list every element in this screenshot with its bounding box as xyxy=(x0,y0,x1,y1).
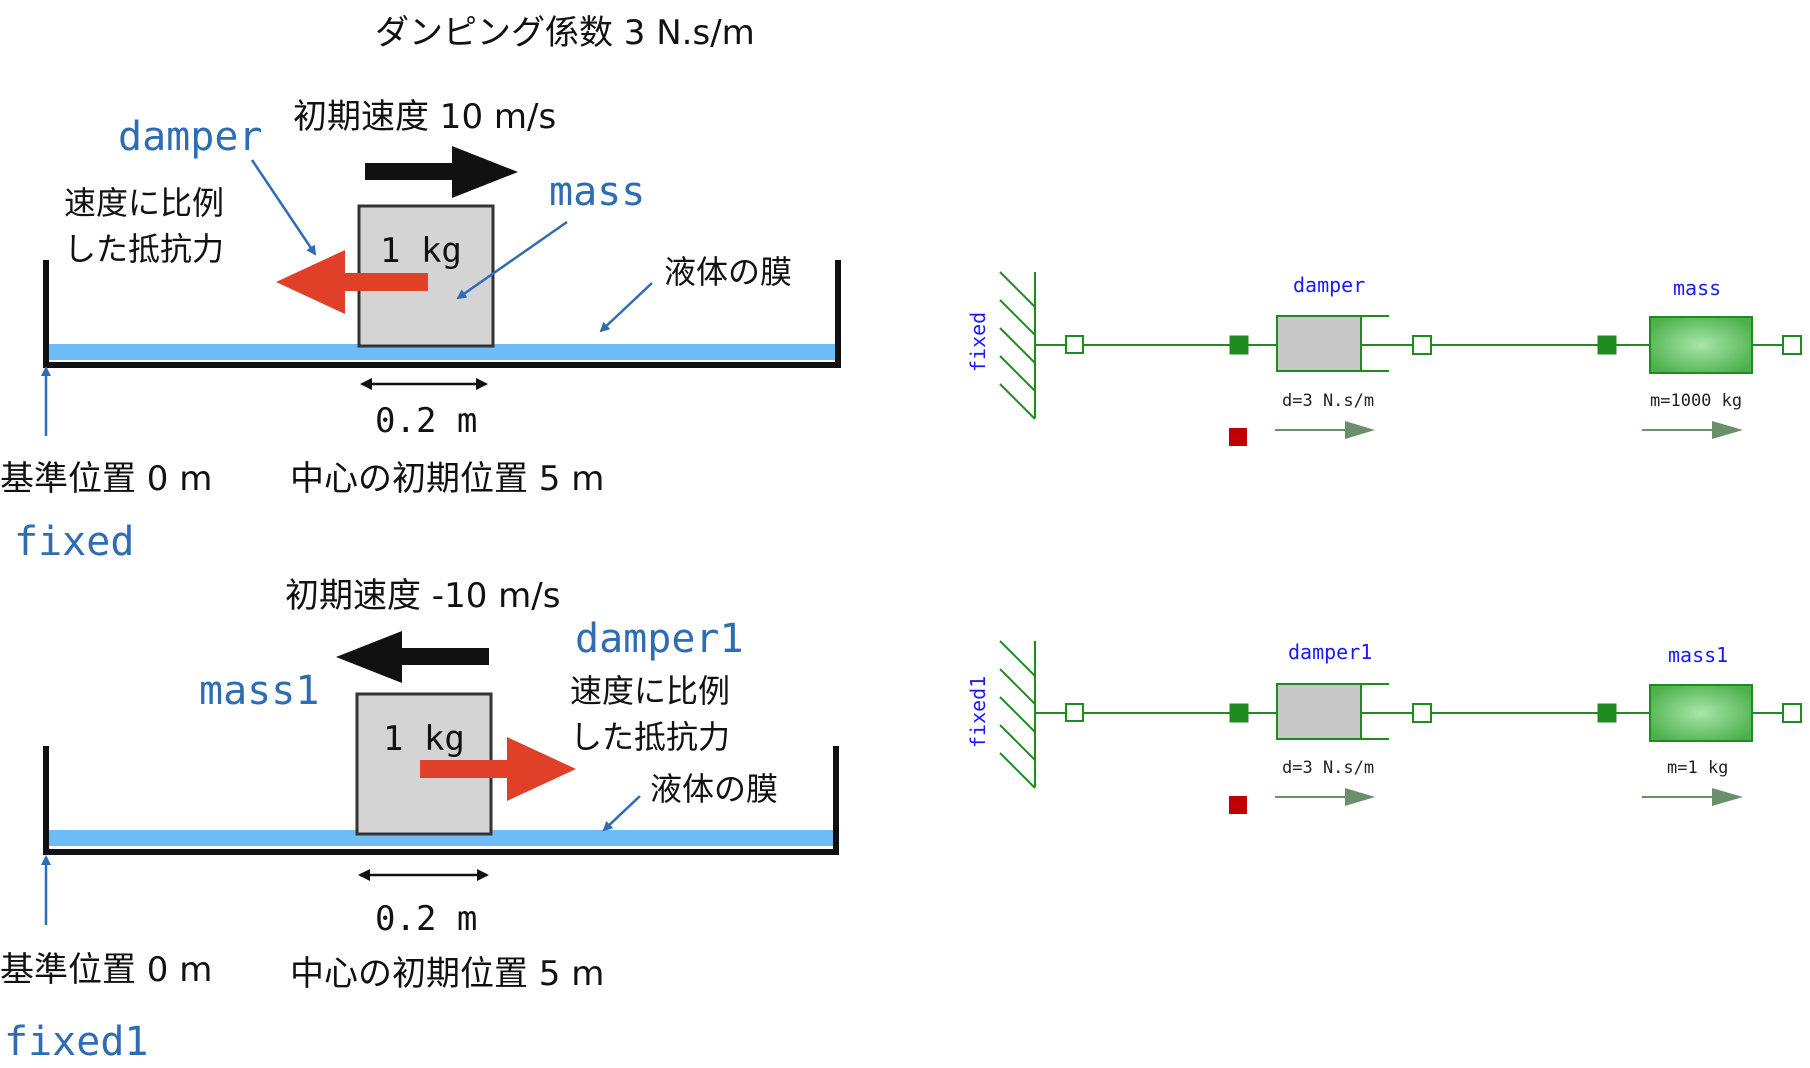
bottom-fixed-label: fixed1 xyxy=(4,1019,149,1065)
model-bottom-damper-flange-b[interactable] xyxy=(1412,703,1432,723)
bottom-resistance-line2: した抵抗力 xyxy=(570,718,730,756)
top-center-label: 中心の初期位置 5 m xyxy=(290,459,604,499)
model-top-mass-label: mass xyxy=(1673,276,1721,300)
bottom-liquid-film xyxy=(46,830,833,846)
model-bottom-fixed-flange[interactable] xyxy=(1065,703,1084,722)
model-bottom-damper-param: d=3 N.s/m xyxy=(1282,758,1374,778)
top-fixed-label: fixed xyxy=(14,519,134,565)
bottom-resistance-line1: 速度に比例 xyxy=(570,672,730,710)
bottom-resistance-arrow-head xyxy=(507,737,576,801)
model-top xyxy=(999,271,1802,446)
bottom-width-label: 0.2 m xyxy=(375,899,477,939)
bottom-velocity-arrow-head xyxy=(336,631,402,683)
bottom-resistance-arrow-shaft xyxy=(420,760,512,778)
model-bottom-mass-direction-arrow xyxy=(1712,788,1743,806)
top-resistance-line2: した抵抗力 xyxy=(64,230,224,268)
bottom-scene: 1 kg 初期速度 -10 m/s mass1 damper1 速度に比例 した… xyxy=(0,576,839,1065)
top-mass-label: mass xyxy=(549,169,645,215)
model-bottom-mass-flange-b[interactable] xyxy=(1782,703,1802,723)
bottom-initial-velocity: 初期速度 -10 m/s xyxy=(285,576,560,616)
damping-coefficient-title: ダンピング係数 3 N.s/m xyxy=(375,13,755,53)
model-bottom-mass-param: m=1 kg xyxy=(1667,758,1728,778)
top-damper-pointer xyxy=(250,159,317,256)
bottom-film-pointer xyxy=(602,795,641,832)
model-top-heat-port[interactable] xyxy=(1229,428,1247,446)
model-bottom xyxy=(999,640,1802,814)
model-bottom-heat-port[interactable] xyxy=(1229,796,1247,814)
model-top-fixed-label: fixed xyxy=(966,312,990,372)
top-reference-label: 基準位置 0 m xyxy=(0,459,212,499)
top-width-label: 0.2 m xyxy=(375,401,477,441)
model-bottom-mass-label: mass1 xyxy=(1668,643,1728,667)
model-top-mass-direction-arrow xyxy=(1712,421,1743,439)
model-bottom-damper-body[interactable] xyxy=(1276,683,1362,740)
model-top-damper-body[interactable] xyxy=(1276,315,1362,372)
model-top-damper-flange-b[interactable] xyxy=(1412,335,1432,355)
bottom-container xyxy=(43,746,839,855)
model-top-fixed-symbol xyxy=(999,271,1066,420)
model-top-damper-label: damper xyxy=(1293,273,1365,297)
top-damper-label: damper xyxy=(118,114,263,160)
top-initial-velocity: 初期速度 10 m/s xyxy=(293,97,556,137)
bottom-center-label: 中心の初期位置 5 m xyxy=(290,954,604,994)
model-top-damper-param: d=3 N.s/m xyxy=(1282,391,1374,411)
model-top-mass-param: m=1000 kg xyxy=(1650,391,1742,411)
model-top-mass-body[interactable] xyxy=(1649,316,1753,374)
model-bottom-fixed-label: fixed1 xyxy=(966,676,990,748)
model-bottom-damper-flange-a[interactable] xyxy=(1229,703,1249,723)
top-resistance-arrow-head xyxy=(276,250,345,314)
model-bottom-damper-direction-arrow xyxy=(1345,788,1375,806)
top-velocity-arrow-shaft xyxy=(365,163,455,180)
top-resistance-line1: 速度に比例 xyxy=(64,184,224,222)
bottom-damper-label: damper1 xyxy=(575,616,744,662)
top-container xyxy=(43,260,841,368)
bottom-block-mass-label: 1 kg xyxy=(383,719,465,759)
model-top-fixed-flange[interactable] xyxy=(1065,335,1084,354)
model-top-mass-flange-b[interactable] xyxy=(1782,335,1802,355)
model-top-mass-flange-a[interactable] xyxy=(1597,335,1617,355)
model-top-damper-direction-arrow xyxy=(1345,421,1375,439)
model-bottom-mass-flange-a[interactable] xyxy=(1597,703,1617,723)
top-resistance-arrow-shaft xyxy=(340,273,428,291)
top-liquid-film xyxy=(46,344,835,360)
bottom-velocity-arrow-shaft xyxy=(395,648,489,665)
model-top-damper-cylinder xyxy=(1361,315,1413,372)
top-film-pointer xyxy=(599,282,653,333)
model-bottom-damper-label: damper1 xyxy=(1288,640,1372,664)
top-mass-pointer xyxy=(456,220,568,300)
top-velocity-arrow-head xyxy=(452,146,518,198)
bottom-mass-label: mass1 xyxy=(199,668,319,714)
bottom-film-label: 液体の膜 xyxy=(650,770,778,808)
top-scene: 1 kg 初期速度 10 m/s damper 速度に比例 した抵抗力 mass… xyxy=(0,97,841,565)
model-bottom-fixed-symbol xyxy=(999,640,1066,789)
top-block-mass-label: 1 kg xyxy=(380,231,462,271)
model-bottom-mass-body[interactable] xyxy=(1649,684,1753,742)
top-film-label: 液体の膜 xyxy=(664,253,792,291)
bottom-reference-label: 基準位置 0 m xyxy=(0,950,212,990)
model-top-damper-flange-a[interactable] xyxy=(1229,335,1249,355)
model-bottom-damper-cylinder xyxy=(1361,683,1413,740)
